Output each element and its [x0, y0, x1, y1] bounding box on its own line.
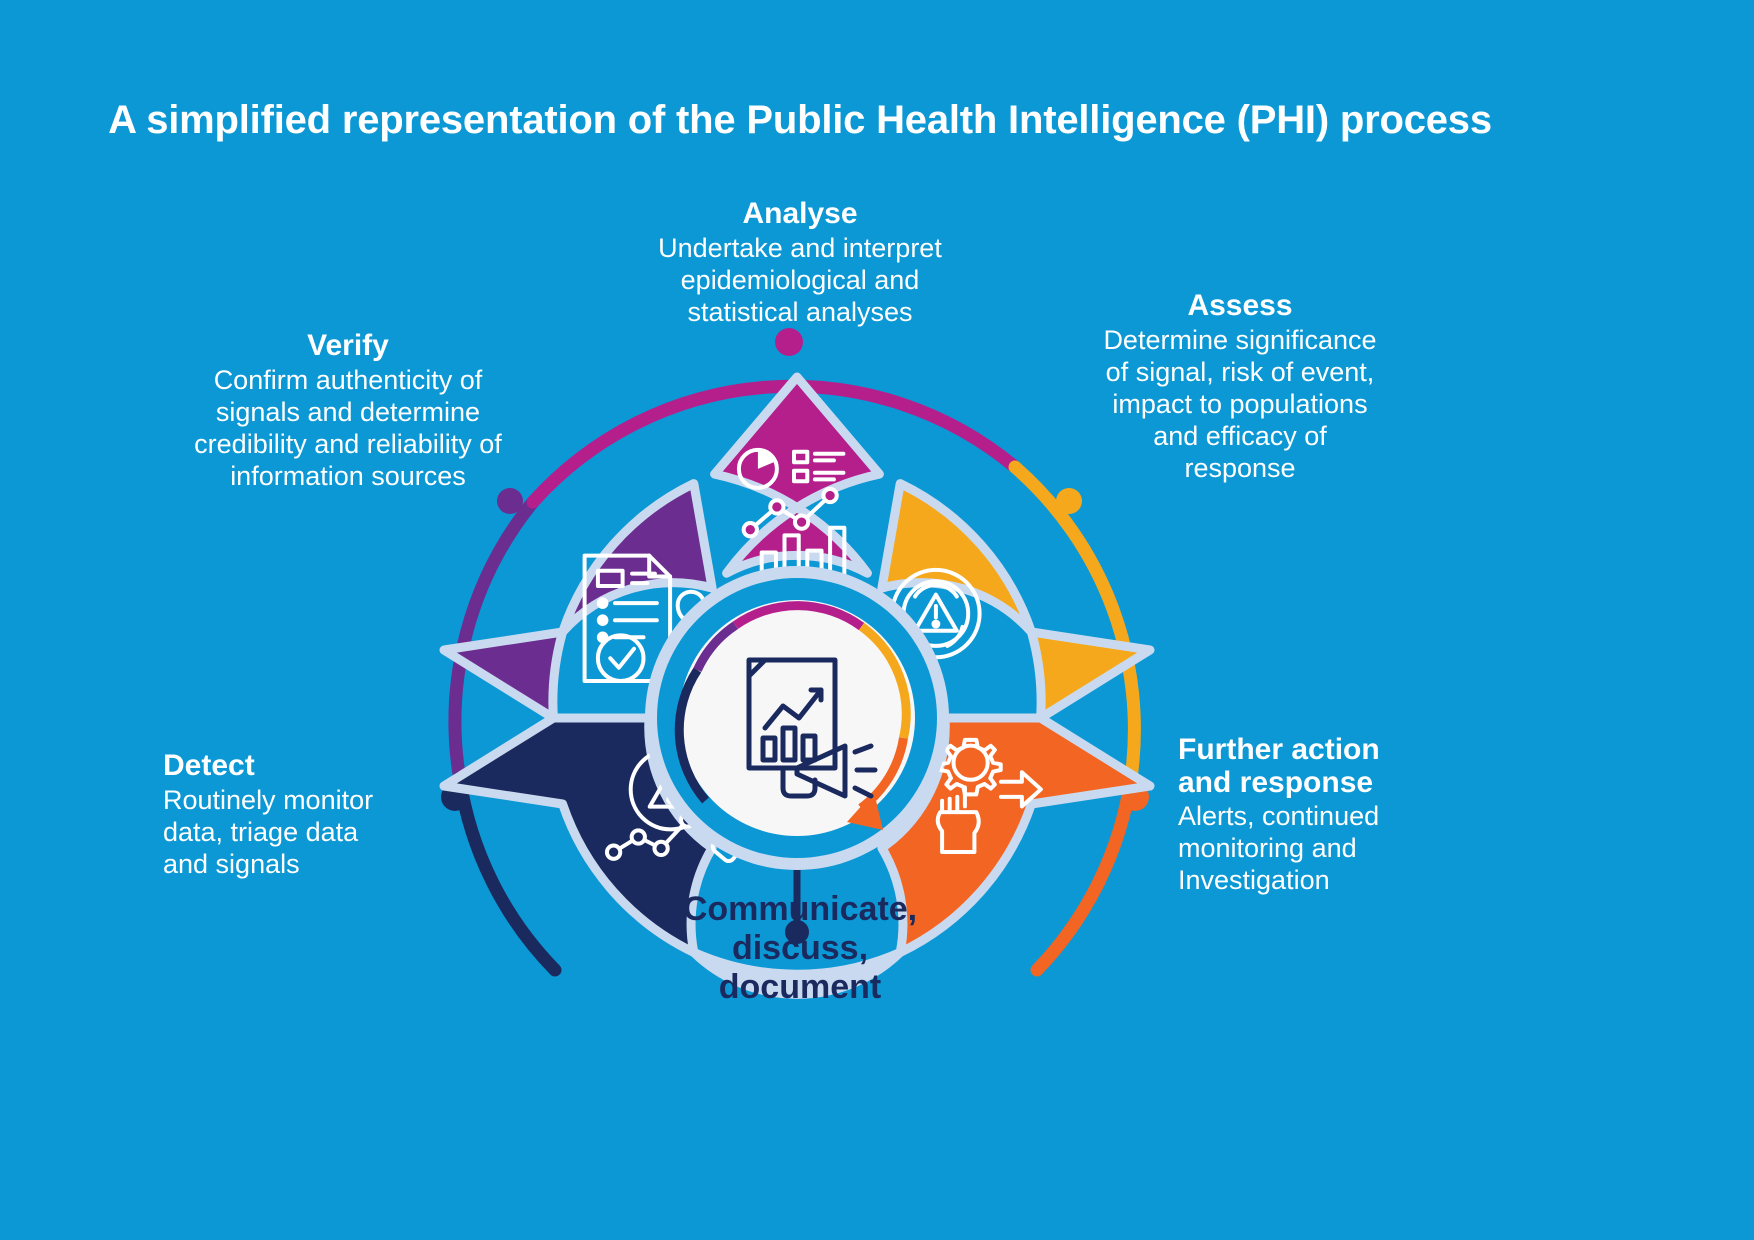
callout-detect: Detect Routinely monitor data, triage da…: [163, 748, 433, 881]
hub-arc-arrowhead: [847, 792, 883, 830]
callout-further-action-body: Alerts, continued monitoring and Investi…: [1178, 801, 1380, 895]
callout-verify: Verify Confirm authenticity of signals a…: [148, 328, 548, 493]
hub-leader-dot: [785, 920, 809, 944]
hub-arc-magenta: [732, 601, 865, 631]
center-hub: [645, 566, 949, 944]
bar-chart-pie-analytics-icon: [736, 447, 855, 587]
report-megaphone-icon: [746, 657, 878, 799]
arc-node-dot-analyse: [775, 328, 803, 356]
callout-further-action: Further action and response Alerts, cont…: [1178, 733, 1438, 897]
outer-arc-segment-assess: [1008, 460, 1141, 785]
hub-caption-line-1: Communicate,: [682, 890, 918, 928]
segment-analyse[interactable]: [710, 372, 884, 578]
callout-assess-body: Determine significance of signal, risk o…: [1103, 325, 1377, 483]
arc-node-dot-assess: [1056, 488, 1082, 514]
outer-arc-segment-further-action: [1030, 771, 1138, 977]
callout-verify-body: Confirm authenticity of signals and dete…: [194, 365, 502, 491]
wheel-segments: [439, 372, 1155, 999]
callout-assess-heading: Assess: [1187, 289, 1293, 322]
segment-verify[interactable]: [439, 479, 717, 723]
hub-caption-line-2: discuss,: [731, 929, 869, 968]
page-title: A simplified representation of the Publi…: [108, 98, 1492, 142]
hub-arc-amber: [858, 622, 911, 739]
hub-progress-arc: [674, 601, 911, 830]
outer-arc-segment-detect: [453, 771, 562, 977]
callout-further-action-heading: Further action and response: [1178, 733, 1380, 799]
hub-arc-navy: [674, 667, 709, 804]
callout-detect-body: Routinely monitor data, triage data and …: [163, 785, 374, 880]
callout-analyse-heading: Analyse: [742, 197, 858, 230]
callout-assess: Assess Determine significance of signal,…: [1055, 288, 1425, 485]
callout-verify-heading: Verify: [307, 329, 389, 362]
callout-analyse-body: Undertake and interpret epidemiological …: [658, 233, 942, 328]
segment-communicate[interactable]: [689, 947, 905, 999]
center-hub-caption: Communicate, discuss, document: [620, 890, 980, 1007]
phi-process-wheel: [437, 328, 1157, 1050]
outer-arc-segment-analyse: [526, 379, 1022, 509]
outer-arc-segment-verify: [448, 495, 540, 785]
callout-analyse: Analyse Undertake and interpret epidemio…: [600, 196, 1000, 329]
arc-node-dot-verify: [497, 488, 523, 514]
callout-detect-heading: Detect: [163, 749, 255, 782]
hub-arc-purple: [693, 621, 739, 672]
hub-caption-line-3: document: [718, 968, 882, 1007]
